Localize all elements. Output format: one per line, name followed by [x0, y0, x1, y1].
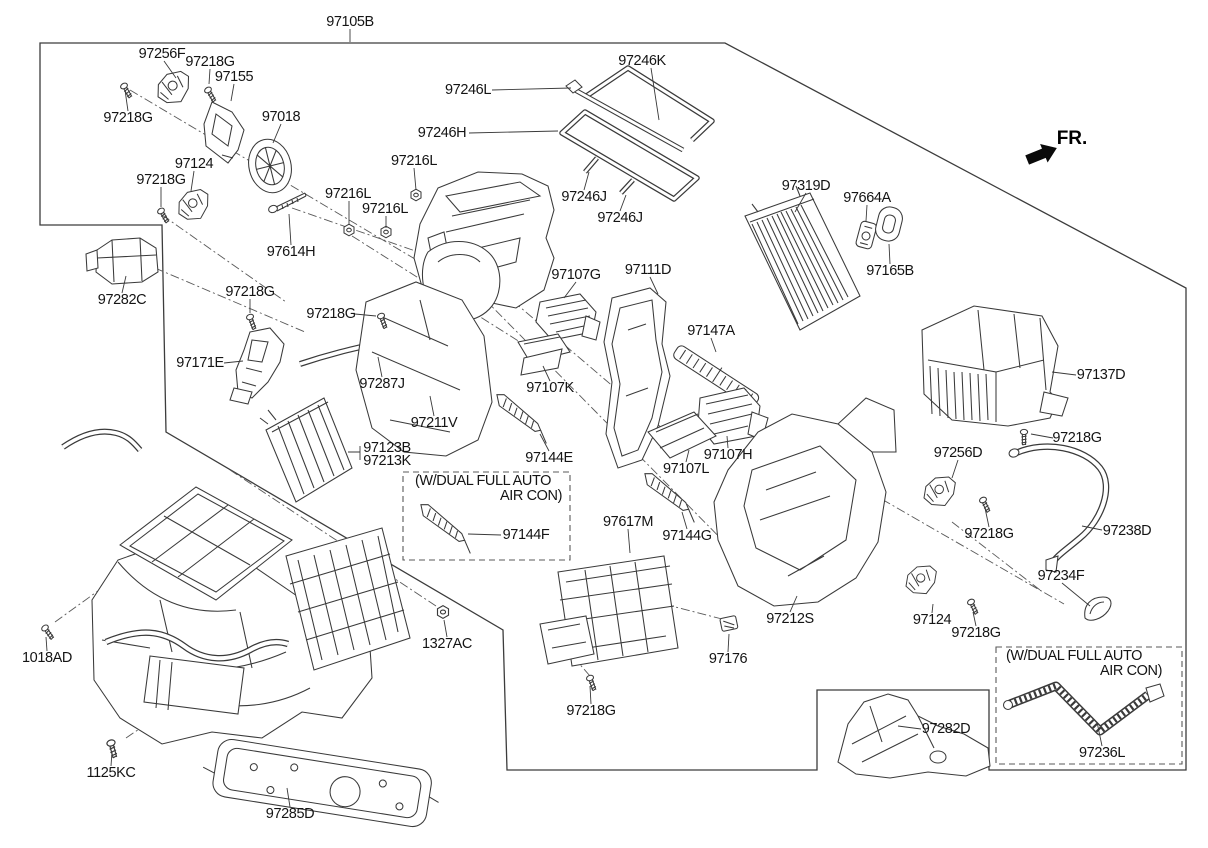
grommet-97165b-part — [875, 206, 903, 242]
label-97165b: 97165B — [866, 263, 914, 279]
label-97216l: 97216L — [362, 201, 408, 217]
label-97147a: 97147A — [687, 323, 735, 339]
label-97018: 97018 — [261, 109, 301, 125]
label-97155: 97155 — [214, 69, 254, 85]
label-1327ac: 1327AC — [422, 636, 472, 652]
seal-97246k-part — [583, 65, 715, 142]
label-97218g: 97218G — [964, 526, 1014, 542]
label-97176: 97176 — [708, 651, 748, 667]
label-97137d: 97137D — [1076, 367, 1126, 383]
dual-auto-box-2 — [995, 646, 1183, 765]
diagram-border — [39, 42, 1187, 771]
label-97319d: 97319D — [781, 178, 831, 194]
label-97144g: 97144G — [662, 528, 712, 544]
label-97212s: 97212S — [766, 611, 814, 627]
pin-97246j-part — [583, 156, 635, 195]
label-97144f: 97144F — [502, 527, 550, 543]
label-97246j: 97246J — [597, 210, 643, 226]
label-97107g: 97107G — [551, 267, 601, 283]
label-97238d: 97238D — [1102, 523, 1152, 539]
dual-auto-box-1 — [402, 471, 571, 561]
label-97664a: 97664A — [843, 190, 891, 206]
label-97105b: 97105B — [326, 14, 374, 30]
case-97137d-part — [921, 305, 1069, 427]
label-97216l: 97216L — [325, 186, 371, 202]
label-97107k: 97107K — [526, 380, 574, 396]
label-97236l: 97236L — [1079, 745, 1125, 761]
label-97614h: 97614H — [266, 244, 316, 260]
label-97218g: 97218G — [566, 703, 616, 719]
cap-97234f-part — [1084, 596, 1112, 621]
label-1125kc: 1125KC — [86, 765, 136, 781]
label-97287j: 97287J — [359, 376, 405, 392]
case-97212s-part — [713, 397, 897, 607]
label-97211v: 97211V — [410, 415, 458, 431]
dual-auto-note1-line2: AIR CON) — [499, 488, 563, 504]
grid-panel-97617m-part — [539, 555, 679, 667]
label-97246l: 97246L — [445, 82, 491, 98]
bracket-97155-part — [203, 101, 245, 164]
label-97171e: 97171E — [176, 355, 224, 371]
assembled-blower-unit — [91, 486, 411, 745]
dual-auto-note1-line1: (W/DUAL FULL AUTO — [414, 473, 552, 489]
label-97124: 97124 — [174, 156, 214, 172]
leader-lines — [45, 29, 1103, 808]
label-97107h: 97107H — [703, 447, 753, 463]
label-97246k: 97246K — [618, 53, 666, 69]
seal-97246l-part — [565, 79, 685, 153]
panel-97111d-part — [603, 287, 671, 469]
hose-97236l-part — [1002, 681, 1165, 736]
unit-97107h-part — [697, 387, 769, 445]
label-97218g: 97218G — [306, 306, 356, 322]
duct-97282d-part — [837, 693, 991, 779]
evaporator-97319d-part — [744, 185, 861, 331]
label-97218g: 97218G — [951, 625, 1001, 641]
label-97246h: 97246H — [417, 125, 467, 141]
duct-97107k-part — [517, 333, 571, 376]
label-97256d: 97256D — [933, 445, 983, 461]
dual-auto-note2-line2: AIR CON) — [1099, 663, 1163, 679]
label-97218g: 97218G — [225, 284, 275, 300]
label-97285d: 97285D — [265, 806, 315, 822]
label-97144e: 97144E — [525, 450, 573, 466]
actuator-97107g-part — [535, 293, 601, 341]
label-97617m: 97617M — [603, 514, 653, 530]
tray-97107l-part — [647, 411, 717, 459]
label-97256f: 97256F — [138, 46, 186, 62]
resistor-97282c-part — [85, 237, 159, 285]
bolt-97614h-part — [268, 192, 307, 214]
label-97216l: 97216L — [391, 153, 437, 169]
label-97123b: 97123B — [363, 440, 411, 456]
dual-auto-note2-line1: (W/DUAL FULL AUTO — [1005, 648, 1143, 664]
label-97246j: 97246J — [561, 189, 607, 205]
fr-arrow-icon — [1025, 143, 1057, 165]
blower-wheel-97018-part — [248, 138, 292, 194]
label-97218g: 97218G — [185, 54, 235, 70]
label-97218g: 97218G — [1052, 430, 1102, 446]
label-97218g: 97218G — [136, 172, 186, 188]
fr-label: FR. — [1056, 128, 1088, 149]
cover-97285d-part — [202, 738, 439, 828]
label-97282c: 97282C — [97, 292, 147, 308]
sensor-97664a-part — [855, 220, 877, 250]
bracket-97171e-part — [229, 327, 285, 405]
label-1018ad: 1018AD — [22, 650, 72, 666]
label-97213k: 97213K — [363, 453, 411, 469]
clip-97176-part — [719, 615, 739, 632]
heater-core-97123b-part — [259, 397, 353, 503]
pipe-97238d-part — [1008, 443, 1110, 573]
intake-housing-97211v-part — [355, 171, 555, 457]
label-97234f: 97234F — [1037, 568, 1085, 584]
label-97107l: 97107L — [663, 461, 709, 477]
label-97124: 97124 — [912, 612, 952, 628]
seal-97246h-part — [559, 109, 700, 202]
label-97218g: 97218G — [103, 110, 153, 126]
label-97282d: 97282D — [921, 721, 971, 737]
label-97111d: 97111D — [624, 262, 672, 278]
